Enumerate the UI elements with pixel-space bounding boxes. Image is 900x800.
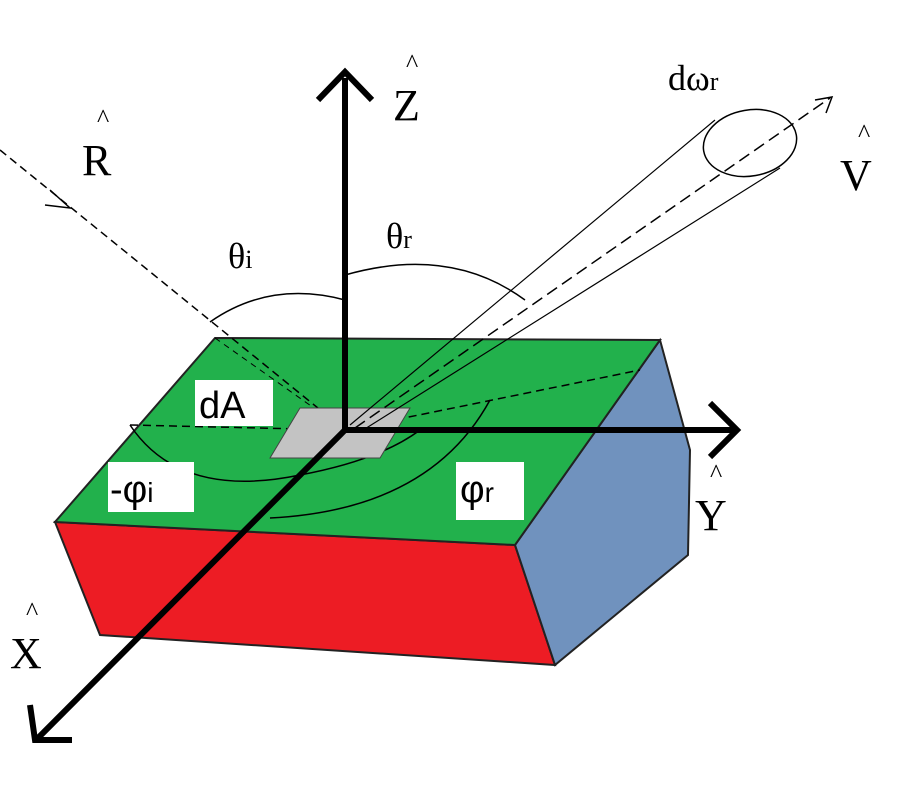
v-vector-label: V [840,151,872,200]
r-vector-label: R [82,136,112,185]
x-axis [35,425,350,741]
v-vector-hat: ^ [858,119,870,148]
beam-lower-edge [359,167,781,433]
z-axis-hat: ^ [406,49,418,78]
r-vector-hat: ^ [97,104,109,133]
theta-r-arc [344,263,526,301]
reflected-arrow-icon [814,96,834,114]
incident-projection-line [129,424,346,431]
d-omega-r-label: dωr [668,58,719,98]
z-axis-label: Z [393,81,420,130]
y-axis-label: Y [695,491,727,540]
phi-i-label: -φi [110,469,154,511]
x-axis-label: X [10,629,42,678]
z-axis-arrowhead [315,67,375,103]
solid-angle-ellipse [702,108,798,178]
phi-r-label: φr [460,469,494,511]
theta-i-label: θi [228,236,252,276]
phi-r-arc [269,399,491,519]
x-axis-arrowhead [27,704,72,743]
reflected-ray-line [354,97,831,429]
phi-i-arc [129,424,421,482]
phi-i-label-bg [108,462,194,512]
phi-r-label-bg [456,462,524,520]
dA-label-bg [195,380,273,426]
beam-upper-edge [349,119,716,426]
incident-ray-line [0,149,346,431]
y-axis-arrowhead [707,400,742,460]
theta-i-arc [209,292,346,323]
x-axis-hat: ^ [26,597,38,626]
incident-arrow-icon [44,189,73,210]
reflected-projection-line [344,369,641,431]
theta-r-label: θr [386,216,412,256]
y-axis-hat: ^ [710,459,722,488]
dA-label: dA [199,385,246,427]
